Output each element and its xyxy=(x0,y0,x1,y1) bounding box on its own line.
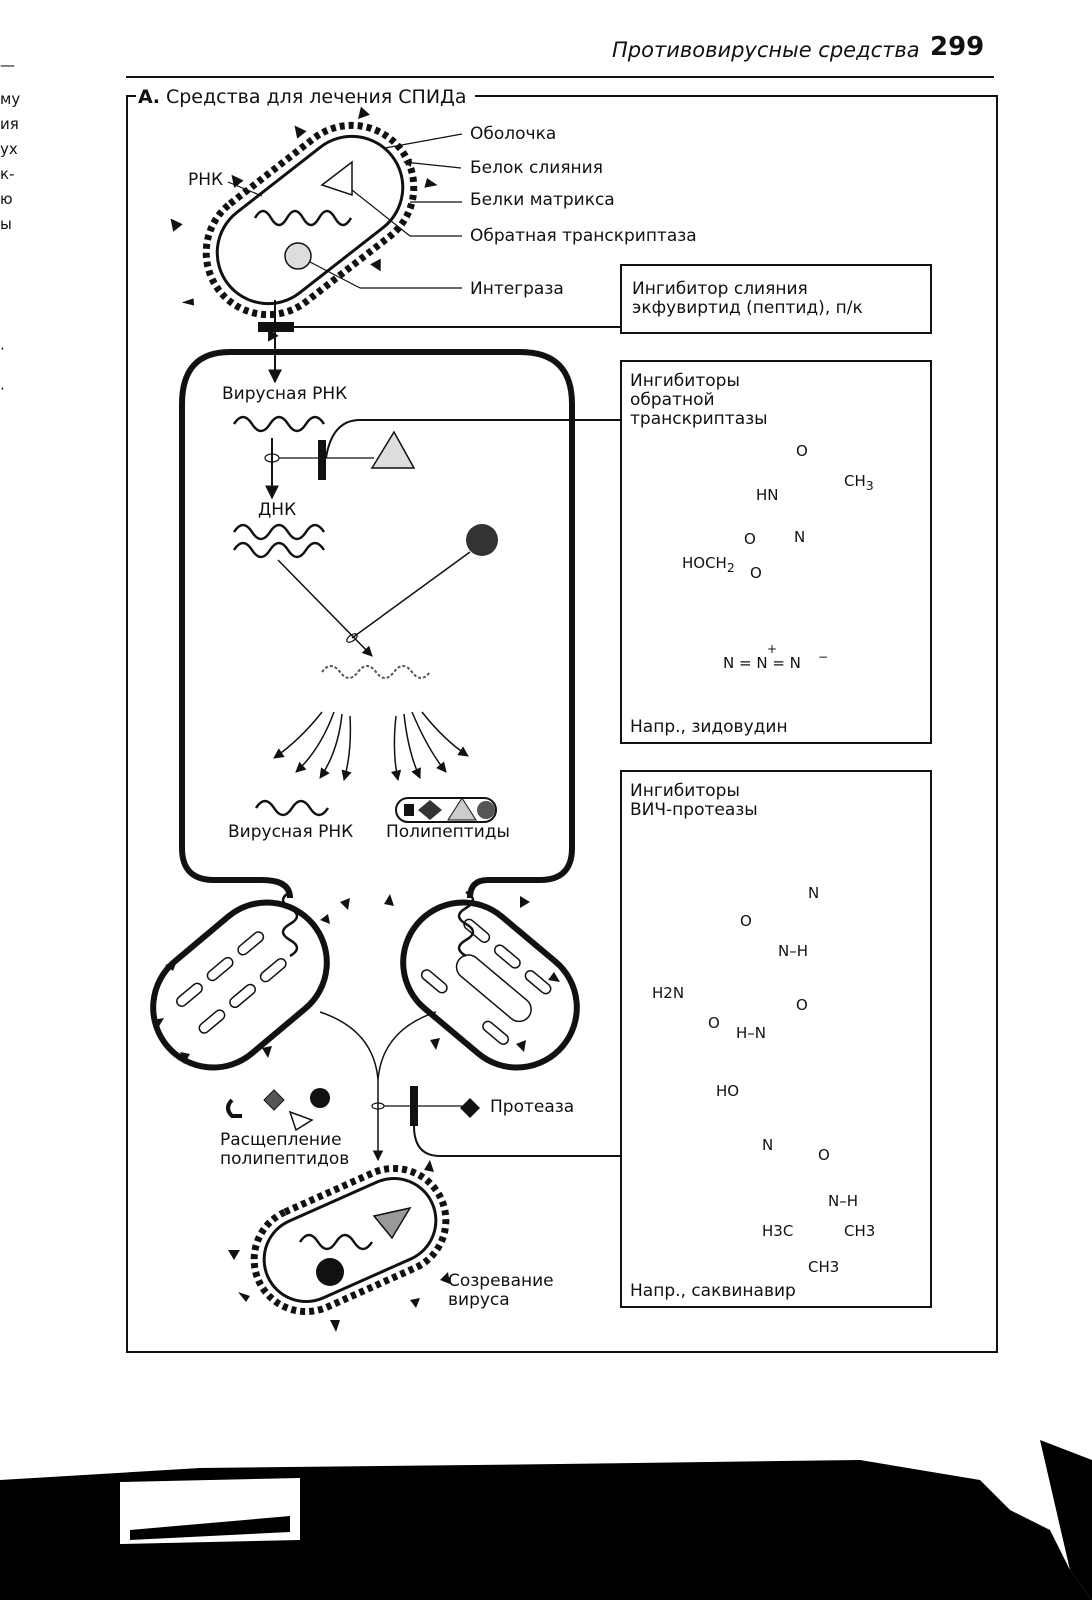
margin-fragment: — xyxy=(0,56,15,74)
chem-o-left: O xyxy=(744,530,756,548)
margin-fragment: ю xyxy=(0,190,13,208)
chem-ch3-sub: 3 xyxy=(865,478,874,493)
rt-box-heading: Ингибиторы обратной транскриптазы xyxy=(630,372,768,429)
label-maturation-line1: Созревание xyxy=(448,1271,554,1291)
budding-virion-right xyxy=(400,899,580,1071)
chem-o-ring: O xyxy=(750,564,762,582)
fusion-box-line1: Ингибитор слияния xyxy=(632,279,808,299)
label-polypeptides: Полипептиды xyxy=(386,822,510,842)
label-reverse-transcriptase: Обратная транскриптаза xyxy=(470,226,697,246)
chem-hoch2-text: HOCH xyxy=(682,554,727,572)
cell-dna-strand-1 xyxy=(232,523,326,541)
rt-box-line2: обратной xyxy=(630,390,715,410)
chem-h3c: H3C xyxy=(762,1222,794,1240)
label-protease: Протеаза xyxy=(490,1097,575,1117)
protease-box-line2: ВИЧ-протеазы xyxy=(630,800,758,820)
chem-o4: O xyxy=(818,1146,830,1164)
margin-fragment: · xyxy=(0,380,5,398)
protease-box-example: Напр., саквинавир xyxy=(630,1281,796,1301)
chem-hoch2: HOCH2 xyxy=(682,554,735,575)
host-cell xyxy=(179,349,575,899)
chem-o-top: O xyxy=(796,442,808,460)
chem-ho: HO xyxy=(716,1082,740,1100)
chem-o3: O xyxy=(796,996,808,1014)
virion-top xyxy=(170,106,438,342)
label-maturation-line2: вируса xyxy=(448,1290,510,1310)
label-integrase: Интеграза xyxy=(470,279,564,299)
virion-rna xyxy=(253,209,353,227)
label-rna: РНК xyxy=(188,170,224,190)
margin-fragment: му xyxy=(0,90,21,108)
page-number: 299 xyxy=(930,32,985,62)
cell-dna-strand-2 xyxy=(232,541,326,559)
protease-box-heading: Ингибиторы ВИЧ-протеазы xyxy=(630,782,758,820)
label-dna: ДНК xyxy=(258,500,297,520)
chem-hn-amide: H–N xyxy=(736,1024,766,1042)
rt-box-example: Напр., зидовудин xyxy=(630,717,788,737)
protease-inhibitor-block xyxy=(410,1086,418,1126)
running-header-title: Противовирусные средства xyxy=(612,38,920,62)
fusion-box-line2: экфувиртид (пептид), п/к xyxy=(632,298,863,318)
label-cleavage-line1: Расщепление xyxy=(220,1130,342,1150)
protease-diamond xyxy=(460,1098,480,1118)
rt-inhibitor-block xyxy=(318,440,326,480)
label-envelope: Оболочка xyxy=(470,124,557,144)
chem-azide-minus: − xyxy=(818,650,829,664)
label-viral-rna-top: Вирусная РНК xyxy=(222,384,348,404)
label-matrix-proteins: Белки матрикса xyxy=(470,190,615,210)
section-title-text: Средства для лечения СПИДа xyxy=(165,86,467,108)
label-maturation: Созревание вируса xyxy=(448,1272,554,1310)
section-title: А. Средства для лечения СПИДа xyxy=(136,86,475,108)
fusion-inhibitor-block xyxy=(258,322,294,332)
cleaved-fragments xyxy=(226,1088,330,1132)
chem-ch3-text: CH xyxy=(844,472,866,490)
virion-integrase xyxy=(284,242,312,270)
budding-virion-left xyxy=(150,899,330,1071)
chem-ch3-right: CH3 xyxy=(844,1222,876,1240)
protease-box-line1: Ингибиторы xyxy=(630,781,740,801)
chem-nh2: N–H xyxy=(828,1192,858,1210)
integrated-dna xyxy=(321,665,431,679)
rt-triangle xyxy=(370,430,416,469)
label-cleavage-line2: полипептидов xyxy=(220,1149,350,1169)
section-prefix: А. xyxy=(138,86,160,108)
fusion-inhibitor-box: Ингибитор слияния экфувиртид (пептид), п… xyxy=(620,264,932,334)
virion-rt-triangle xyxy=(320,160,353,197)
margin-fragment: ия xyxy=(0,115,19,133)
margin-fragment: ух xyxy=(0,140,18,158)
chem-o1: O xyxy=(740,912,752,930)
chem-o2: O xyxy=(708,1014,720,1032)
margin-fragment: · xyxy=(0,340,5,358)
cell-viral-rna-bottom xyxy=(254,799,330,817)
virion-mature xyxy=(250,1164,450,1316)
rt-inhibitor-box: Ингибиторы обратной транскриптазы Напр.,… xyxy=(620,360,932,744)
chem-n-quinoline: N xyxy=(808,884,820,902)
protease-inhibitor-box: Ингибиторы ВИЧ-протеазы Напр., саквинави… xyxy=(620,770,932,1308)
chem-azide-plus: + xyxy=(767,642,778,656)
header-rule xyxy=(126,76,994,78)
chem-hn: HN xyxy=(756,486,779,504)
fusion-box-text: Ингибитор слияния экфувиртид (пептид), п… xyxy=(632,280,863,318)
margin-fragment: ы xyxy=(0,215,12,233)
chem-hoch2-sub: 2 xyxy=(726,560,735,575)
rt-box-line1: Ингибиторы xyxy=(630,371,740,391)
chem-nh1: N–H xyxy=(778,942,808,960)
rt-box-line3: транскриптазы xyxy=(630,409,768,429)
label-polypeptide-cleavage: Расщепление полипептидов xyxy=(220,1131,349,1169)
figure-frame xyxy=(126,95,998,1353)
integrase-circle xyxy=(466,524,498,556)
margin-fragment: к- xyxy=(0,165,15,183)
chem-azide: N = N = N xyxy=(723,654,801,672)
cell-viral-rna xyxy=(232,415,326,433)
chem-n: N xyxy=(794,528,806,546)
label-viral-rna-bottom: Вирусная РНК xyxy=(228,822,354,842)
chem-n-ring: N xyxy=(762,1136,774,1154)
label-fusion-protein: Белок слияния xyxy=(470,158,603,178)
chem-ch3: CH3 xyxy=(844,472,874,493)
polypeptide-chain xyxy=(395,797,497,823)
chem-h2n: H2N xyxy=(652,984,685,1002)
chem-ch3-bottom: CH3 xyxy=(808,1258,840,1276)
scan-bar xyxy=(0,1440,1092,1600)
